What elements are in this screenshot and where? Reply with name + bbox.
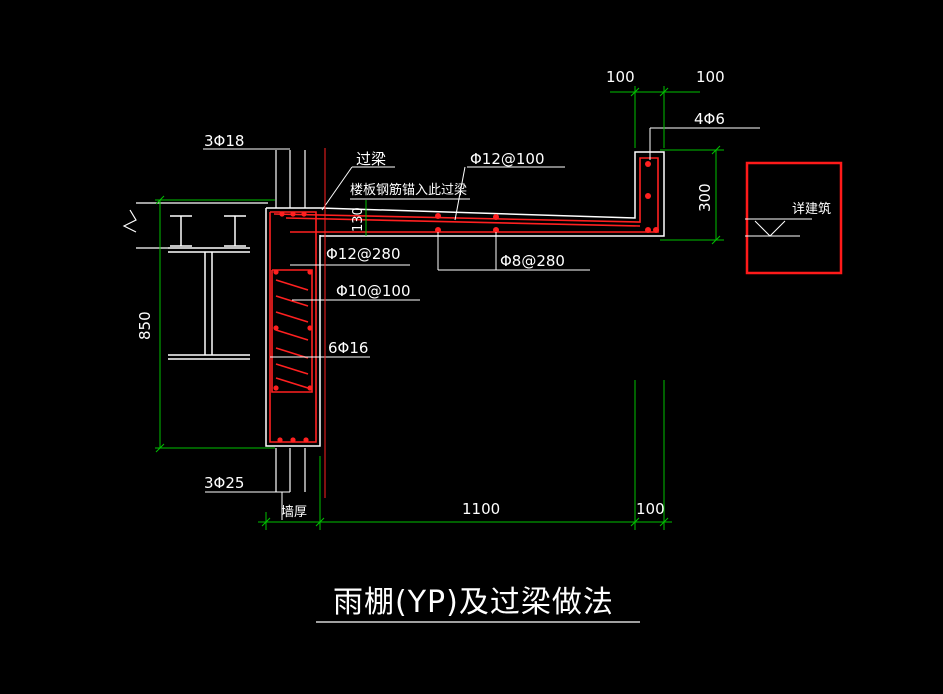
label-lintel: 过梁 [356, 150, 386, 168]
dimension-lines [155, 86, 724, 530]
dim-edge-height: 300 [696, 183, 714, 212]
label-wall-thickness: 墙厚 [281, 505, 307, 520]
steel-i-beam [168, 215, 250, 360]
drawing-title: 雨棚(YP)及过梁做法 [333, 585, 614, 620]
elevation-marker [745, 218, 812, 237]
label-edge-bars: 4Φ6 [694, 110, 725, 128]
rebar-lines [269, 157, 659, 443]
label-bottom-bars: 3Φ25 [204, 474, 244, 492]
dim-top-right: 100 [696, 68, 725, 86]
label-see-arch: 详建筑 [792, 201, 831, 217]
label-stirrup-main: Φ10@100 [336, 282, 411, 300]
lintel-beam-outline [265, 207, 321, 447]
wall-lines [275, 150, 306, 492]
dim-beam-height: 850 [136, 311, 154, 340]
leader-lines [203, 127, 760, 520]
rebar-dots [273, 161, 659, 443]
label-slab-top-bar: Φ12@100 [470, 150, 545, 168]
dim-slab-thickness: 130 [351, 207, 366, 232]
dim-end: 100 [636, 500, 665, 518]
dim-top-left: 100 [606, 68, 635, 86]
label-stirrup-top: Φ12@280 [326, 245, 401, 263]
label-slab-anchor: 楼板钢筋锚入此过梁 [350, 182, 467, 198]
label-side-bars: 6Φ16 [328, 339, 368, 357]
arch-detail-box[interactable] [745, 161, 843, 275]
label-dist-bar: Φ8@280 [500, 252, 565, 270]
label-3phi18: 3Φ18 [204, 132, 244, 150]
break-line [122, 202, 268, 249]
dim-span: 1100 [462, 500, 500, 518]
